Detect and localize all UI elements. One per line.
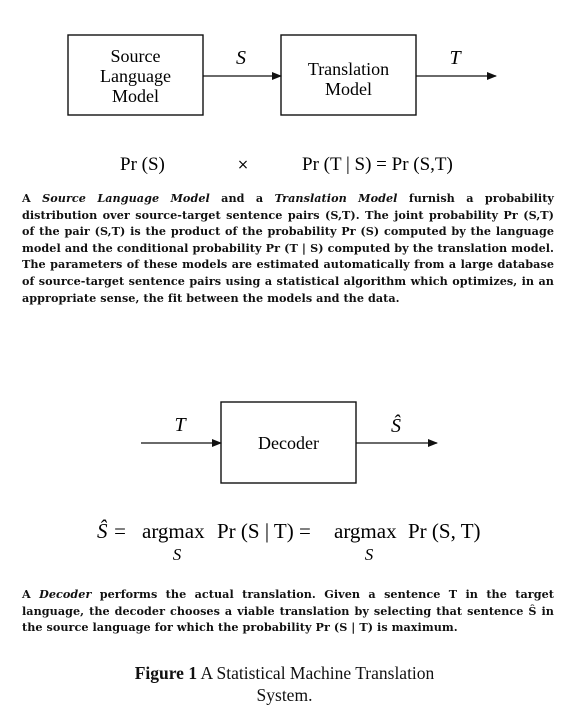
formula-argmax-2: argmax: [334, 519, 397, 543]
figure-title-line-1: A Statistical Machine Translation: [197, 663, 435, 683]
figure-title-line-2: System.: [256, 685, 313, 705]
formula-argmax-1: argmax: [142, 519, 205, 543]
source-box-line-2: Language: [100, 66, 171, 86]
source-box-line-3: Model: [112, 86, 159, 106]
top-caption-text-1: A: [22, 191, 43, 205]
formula-pr-s: Pr (S): [120, 154, 165, 175]
formula-s-hat-equals: Ŝ =: [97, 519, 127, 543]
decoder-box-label: Decoder: [258, 433, 319, 453]
translation-model-box: [280, 34, 417, 116]
formula-argmax-1-subscript: S: [173, 545, 182, 564]
bottom-caption-text-1: A: [22, 587, 40, 601]
translation-box-line-1: Translation: [308, 59, 389, 79]
source-box-line-1: Source: [111, 46, 161, 66]
top-caption-text-2: and a: [209, 191, 275, 205]
formula-conditional: Pr (S | T) =: [217, 519, 311, 543]
top-caption-emphasis-translation: Translation Model: [274, 191, 398, 205]
figure-title: Figure 1 A Statistical Machine Translati…: [0, 662, 569, 706]
source-arrow-label: S: [236, 47, 246, 69]
formula-times-sign: ×: [237, 157, 249, 173]
top-caption: A Source Language Model and a Translatio…: [22, 190, 554, 306]
translation-box-line-2: Model: [325, 79, 372, 99]
translation-arrow-label: T: [449, 47, 462, 69]
bottom-caption-emphasis-decoder: Decoder: [39, 587, 92, 601]
top-caption-emphasis-source: Source Language Model: [42, 191, 210, 205]
formula-argmax-2-subscript: S: [365, 545, 374, 564]
bottom-caption: A Decoder performs the actual translatio…: [22, 586, 554, 636]
figure-label: Figure 1: [134, 663, 198, 683]
formula-joint-probability: Pr (T | S) = Pr (S,T): [302, 154, 453, 175]
bottom-caption-text-2: performs the actual translation. Given a…: [22, 587, 554, 635]
decoder-input-label: T: [174, 414, 187, 436]
decoder-output-label: Ŝ: [391, 413, 401, 437]
source-language-model-box: [67, 34, 204, 116]
formula-joint: Pr (S, T): [408, 519, 481, 543]
top-caption-text-3: furnish a probability distribution over …: [22, 191, 554, 305]
